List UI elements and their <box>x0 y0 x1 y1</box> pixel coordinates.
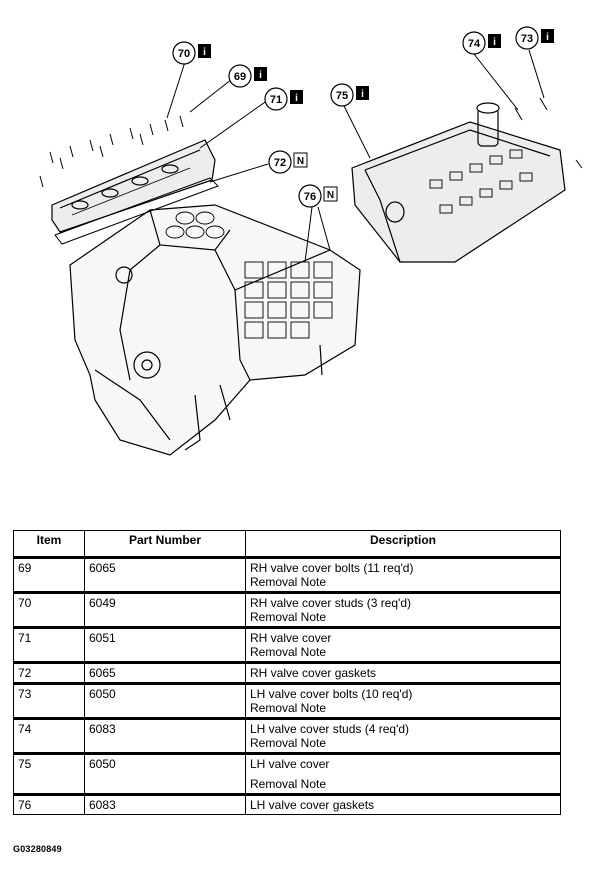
svg-text:76: 76 <box>304 191 316 203</box>
table-row: 69 6065 RH valve cover bolts (11 req'd) … <box>13 556 561 593</box>
removal-note: Removal Note <box>250 610 327 624</box>
callout-73: 73 i <box>515 26 554 50</box>
cell-part-number: 6050 <box>84 752 246 795</box>
svg-text:i: i <box>259 70 262 81</box>
description-line: RH valve cover <box>250 631 332 645</box>
cell-description: RH valve cover bolts (11 req'd) Removal … <box>245 556 561 593</box>
cell-description: LH valve cover bolts (10 req'd) Removal … <box>245 682 561 719</box>
cell-item: 72 <box>13 661 85 684</box>
engine-exploded-diagram: 70 i 69 i 71 i 72 N 76 N 75 i 74 i <box>39 26 583 456</box>
description-line: RH valve cover gaskets <box>250 666 377 680</box>
cell-item: 73 <box>13 682 85 719</box>
cell-item: 70 <box>13 591 85 628</box>
cell-part-number: 6051 <box>84 626 246 663</box>
description-line: LH valve cover gaskets <box>250 798 375 812</box>
cell-part-number: 6049 <box>84 591 246 628</box>
cell-item: 74 <box>13 717 85 754</box>
removal-note: Removal Note <box>250 575 327 589</box>
callout-69: 69 i <box>228 64 267 88</box>
table-row: 73 6050 LH valve cover bolts (10 req'd) … <box>13 682 561 719</box>
rh-valve-cover-drawing <box>39 115 219 245</box>
cell-item: 76 <box>13 793 85 815</box>
svg-text:i: i <box>493 37 496 48</box>
svg-text:i: i <box>361 89 364 100</box>
svg-text:72: 72 <box>274 157 286 169</box>
callout-71: 71 i <box>264 87 303 111</box>
svg-text:i: i <box>203 47 206 58</box>
svg-text:i: i <box>546 32 549 43</box>
removal-note: Removal Note <box>250 645 327 659</box>
svg-text:75: 75 <box>336 90 348 102</box>
table-row: 72 6065 RH valve cover gaskets <box>13 661 561 684</box>
cell-part-number: 6083 <box>84 717 246 754</box>
cell-description: RH valve cover Removal Note <box>245 626 561 663</box>
callout-leaders <box>166 49 545 263</box>
cell-description: LH valve cover gaskets <box>245 793 561 815</box>
svg-text:i: i <box>295 93 298 104</box>
table-row: 71 6051 RH valve cover Removal Note <box>13 626 561 663</box>
removal-note: Removal Note <box>250 736 327 750</box>
removal-note: Removal Note <box>250 701 327 715</box>
header-part-number: Part Number <box>84 530 246 558</box>
cell-part-number: 6065 <box>84 556 246 593</box>
cell-description: RH valve cover gaskets <box>245 661 561 684</box>
table-row: 75 6050 LH valve cover Removal Note <box>13 752 561 795</box>
table-row: 74 6083 LH valve cover studs (4 req'd) R… <box>13 717 561 754</box>
cell-part-number: 6065 <box>84 661 246 684</box>
callout-72: 72 N <box>268 150 308 174</box>
table-row: 70 6049 RH valve cover studs (3 req'd) R… <box>13 591 561 628</box>
engine-block-drawing <box>69 204 361 456</box>
cell-item: 75 <box>13 752 85 795</box>
svg-text:N: N <box>297 156 304 167</box>
header-item: Item <box>13 530 85 558</box>
cell-part-number: 6050 <box>84 682 246 719</box>
removal-note: Removal Note <box>250 777 327 791</box>
description-line: RH valve cover bolts (11 req'd) <box>250 561 414 575</box>
description-line: RH valve cover studs (3 req'd) <box>250 596 412 610</box>
svg-text:74: 74 <box>468 38 481 50</box>
description-line: LH valve cover <box>250 757 330 771</box>
cell-description: LH valve cover Removal Note <box>245 752 561 795</box>
callout-75: 75 i <box>330 83 369 107</box>
svg-text:N: N <box>327 190 334 201</box>
cell-description: RH valve cover studs (3 req'd) Removal N… <box>245 591 561 628</box>
header-description: Description <box>245 530 561 558</box>
cell-description: LH valve cover studs (4 req'd) Removal N… <box>245 717 561 754</box>
svg-text:71: 71 <box>270 94 282 106</box>
table-row: 76 6083 LH valve cover gaskets <box>13 793 561 815</box>
description-line: LH valve cover studs (4 req'd) <box>250 722 410 736</box>
table-header-row: Item Part Number Description <box>13 530 561 558</box>
cell-item: 71 <box>13 626 85 663</box>
description-line: LH valve cover bolts (10 req'd) <box>250 687 413 701</box>
callout-70: 70 i <box>172 41 211 65</box>
parts-table: Item Part Number Description 69 6065 RH … <box>13 530 561 815</box>
figure-code: G03280849 <box>13 844 62 854</box>
svg-text:70: 70 <box>178 48 190 60</box>
svg-text:73: 73 <box>521 33 533 45</box>
lh-valve-cover-drawing <box>351 97 583 263</box>
cell-item: 69 <box>13 556 85 593</box>
callout-76: 76 N <box>298 184 338 208</box>
cell-part-number: 6083 <box>84 793 246 815</box>
svg-text:69: 69 <box>234 71 246 83</box>
callout-74: 74 i <box>462 31 501 55</box>
